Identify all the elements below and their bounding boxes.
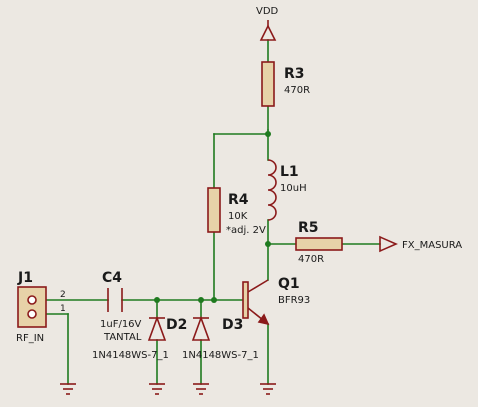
junction-d3 — [198, 297, 204, 303]
l1-value: 10uH — [280, 183, 307, 194]
d2-triangle — [147, 315, 167, 341]
q1-collector — [247, 279, 269, 293]
junction-r3-l1 — [265, 131, 271, 137]
j1-pin2-icon — [27, 295, 37, 305]
vdd-label: VDD — [256, 6, 279, 17]
j1-pin-top-number: 2 — [60, 290, 66, 300]
r5-body — [295, 237, 343, 251]
q1-ref: Q1 — [278, 276, 300, 292]
junctions — [154, 131, 271, 303]
r4-body — [207, 187, 221, 233]
ground-icon — [193, 383, 209, 395]
wires — [45, 39, 381, 385]
diode-d3[interactable]: D3 1N4148WS-7_1 — [182, 315, 259, 361]
ground-icon — [260, 383, 276, 395]
junction-r4-base — [211, 297, 217, 303]
ground-icon — [60, 383, 76, 395]
transistor-q1[interactable]: Q1 BFR93 — [242, 276, 310, 326]
junction-d2 — [154, 297, 160, 303]
c4-ref: C4 — [102, 270, 122, 286]
r4-ref: R4 — [228, 192, 249, 208]
l1-ref: L1 — [280, 164, 299, 180]
d2-ref: D2 — [166, 317, 187, 333]
output-arrow-icon — [379, 235, 398, 253]
diode-d2[interactable]: D2 1N4148WS-7_1 — [92, 315, 187, 361]
q1-emitter-arrow-icon — [257, 313, 270, 326]
ground-icon — [149, 383, 165, 395]
r5-value: 470R — [298, 254, 324, 265]
j1-pin1-icon — [27, 309, 37, 319]
r3-ref: R3 — [284, 66, 305, 82]
j1-value: RF_IN — [16, 333, 44, 344]
r4-value: 10K — [228, 211, 248, 222]
grounds — [60, 383, 276, 395]
junction-collector — [265, 241, 271, 247]
c4-value: 1uF/16V — [100, 319, 142, 330]
d3-triangle — [191, 315, 211, 341]
d2-value: 1N4148WS-7_1 — [92, 350, 169, 361]
q1-base-bar — [242, 281, 249, 319]
resistor-r4[interactable]: R4 10K *adj. 2V — [207, 187, 266, 236]
r5-ref: R5 — [298, 220, 319, 236]
inductor-l1[interactable]: L1 10uH — [267, 159, 307, 221]
q1-value: BFR93 — [278, 295, 310, 306]
j1-pin-bottom-number: 1 — [60, 304, 66, 314]
vdd-port: VDD — [256, 6, 279, 41]
d3-ref: D3 — [222, 317, 243, 333]
l1-coils — [267, 159, 277, 221]
capacitor-c4[interactable]: C4 1uF/16V TANTAL — [100, 270, 142, 343]
j1-body — [17, 286, 47, 328]
r3-value: 470R — [284, 85, 310, 96]
resistor-r3[interactable]: R3 470R — [261, 61, 310, 107]
output-port: FX_MASURA — [379, 235, 462, 253]
connector-j1[interactable]: J1 RF_IN 2 1 — [16, 270, 66, 344]
resistor-r5[interactable]: R5 470R — [295, 220, 343, 265]
r3-body — [261, 61, 275, 107]
vdd-arrow-icon — [259, 24, 277, 41]
d3-value: 1N4148WS-7_1 — [182, 350, 259, 361]
output-net-label: FX_MASURA — [402, 240, 462, 251]
r4-note: *adj. 2V — [226, 225, 266, 236]
j1-ref: J1 — [17, 270, 33, 286]
c4-type: TANTAL — [103, 332, 142, 343]
